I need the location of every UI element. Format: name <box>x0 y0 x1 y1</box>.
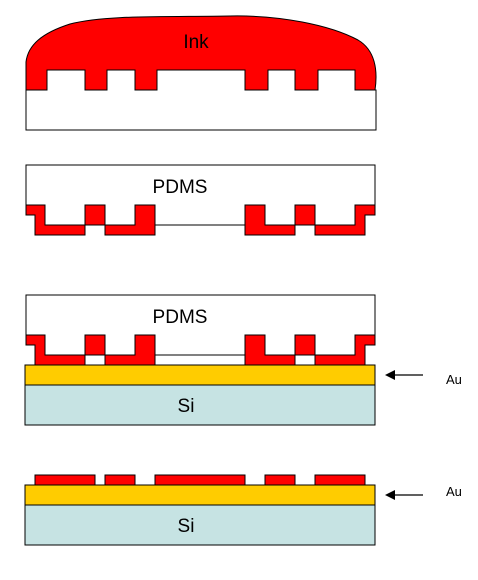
ink-stripe <box>314 474 366 486</box>
au-layer-2 <box>24 484 376 506</box>
au-layer-1 <box>24 364 376 386</box>
ink-stripe <box>34 474 96 486</box>
si-label-1: Si <box>178 396 195 417</box>
si-substrate-1 <box>24 384 376 426</box>
pdms-stamp-1 <box>25 164 376 226</box>
si-label-2: Si <box>178 516 195 537</box>
ink-label: Ink <box>183 32 209 53</box>
au-arrowhead-2 <box>385 490 395 500</box>
panel-inking: Ink <box>25 15 377 131</box>
ink-pattern <box>34 474 366 486</box>
panel-contact: PDMS Si Au <box>24 294 462 426</box>
stamp-inverted <box>25 69 377 131</box>
panel-inked-stamp: PDMS <box>25 164 376 236</box>
pdms-stamp-2 <box>25 294 376 356</box>
panel-pattern: Si Au <box>24 474 462 546</box>
pdms-label-1: PDMS <box>153 177 208 198</box>
au-label-1: Au <box>446 372 462 387</box>
si-substrate-2 <box>24 504 376 546</box>
au-label-2: Au <box>446 484 462 499</box>
ink-stripe <box>264 474 296 486</box>
au-arrowhead-1 <box>385 370 395 380</box>
ink-stripe <box>104 474 136 486</box>
ink-stripe <box>154 474 246 486</box>
pdms-label-2: PDMS <box>153 307 208 328</box>
